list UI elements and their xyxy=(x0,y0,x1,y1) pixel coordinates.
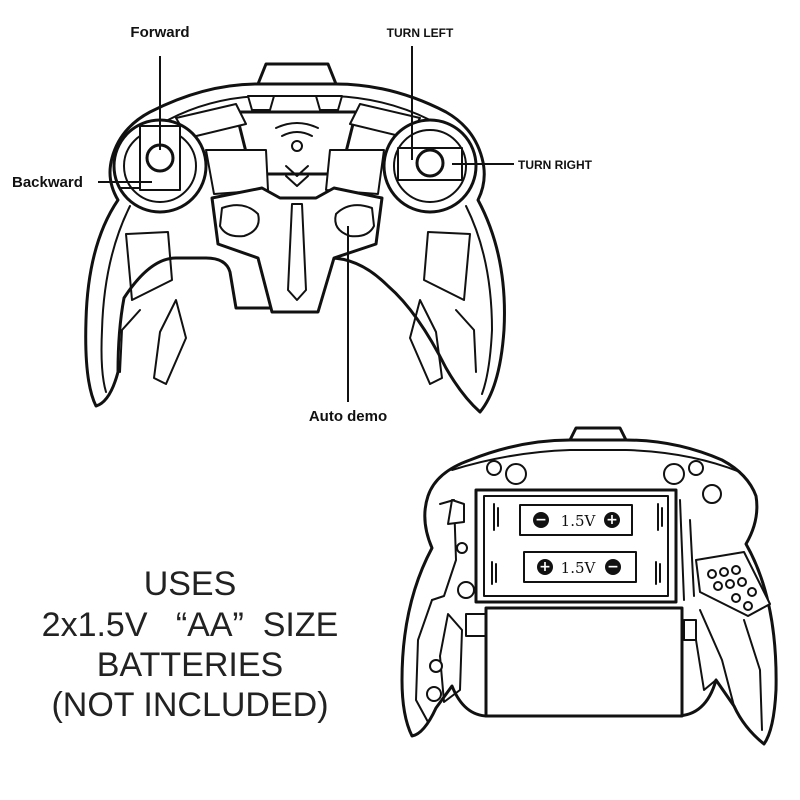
left-rail-hole xyxy=(456,542,468,554)
grille-dot xyxy=(737,577,747,587)
right-grip-detail-upper xyxy=(423,231,471,301)
battery-bottom-voltage: 1.5V xyxy=(561,559,597,577)
grille-dot xyxy=(719,567,729,577)
top-vent-left xyxy=(247,95,275,111)
back-left-grip-edge xyxy=(415,599,433,723)
back-antenna-bump xyxy=(568,426,628,442)
left-rail xyxy=(431,499,457,601)
back-left-hole-2 xyxy=(426,686,442,702)
left-latch xyxy=(447,499,465,525)
controller-back-view: − 1.5V + + 1.5V − xyxy=(400,426,778,746)
left-eye-button xyxy=(219,204,260,238)
right-stick-knob[interactable] xyxy=(415,148,445,178)
back-inner-edge xyxy=(451,449,741,473)
left-grip-slot xyxy=(153,299,187,385)
screw-boss-3 xyxy=(702,484,722,504)
battery-springs xyxy=(491,503,663,585)
battery-compartment xyxy=(474,488,678,604)
auto-demo-label: Auto demo xyxy=(309,408,387,425)
grip-edge-lines xyxy=(119,309,477,373)
screw-boss-1 xyxy=(505,463,527,485)
back-left-grip-slot xyxy=(439,613,463,703)
battery-bottom-plus: + xyxy=(539,559,551,575)
grille-dot xyxy=(743,601,753,611)
back-right-grip-lines xyxy=(699,609,763,731)
indicator-led xyxy=(291,140,303,152)
turn-left-label: TURN LEFT xyxy=(387,26,454,40)
left-grip-detail-upper xyxy=(125,231,173,301)
screw-hole-2 xyxy=(688,460,704,476)
auto-demo-button[interactable] xyxy=(334,204,375,238)
battery-bottom-minus-icon xyxy=(605,559,621,575)
grille-dot xyxy=(731,593,741,603)
right-frame xyxy=(325,149,385,195)
battery-top-plus: + xyxy=(606,512,618,528)
battery-compartment-inner xyxy=(483,495,669,597)
right-stick-ring xyxy=(393,129,467,203)
mask-center-slot xyxy=(287,203,307,301)
top-vent-right xyxy=(315,95,343,111)
battery-top-voltage: 1.5V xyxy=(561,512,597,530)
backward-label: Backward xyxy=(12,174,83,191)
screw-hole-1 xyxy=(486,460,502,476)
caption-line-2: 2x1.5V “AA” SIZE xyxy=(42,606,339,644)
callouts: Forward Backward TURN LEFT TURN RIGHT Au… xyxy=(12,24,593,425)
grille-dot xyxy=(731,565,741,575)
forward-label: Forward xyxy=(130,24,189,41)
battery-top-plus-icon xyxy=(604,512,620,528)
battery-caption: USES 2x1.5V “AA” SIZE BATTERIES (NOT INC… xyxy=(42,565,339,724)
battery-top-minus: − xyxy=(535,512,547,528)
grille-dot xyxy=(713,581,723,591)
signal-waves xyxy=(275,122,319,137)
caption-line-1: USES xyxy=(144,565,237,603)
right-rail xyxy=(679,499,695,601)
compartment-screw-left xyxy=(457,581,475,599)
caption-line-3: BATTERIES xyxy=(97,646,283,684)
back-right-grip-slot xyxy=(695,639,717,691)
right-grip-slot xyxy=(409,299,443,385)
grille-dot xyxy=(725,579,735,589)
speaker-grille-dots xyxy=(707,565,757,611)
turn-right-label: TURN RIGHT xyxy=(518,158,593,172)
battery-bottom-minus: − xyxy=(607,559,619,575)
chevron-down-icon xyxy=(285,165,309,187)
screw-boss-2 xyxy=(663,463,685,485)
antenna-bump xyxy=(256,62,338,86)
controller-front-view xyxy=(84,62,506,414)
battery-top-minus-icon xyxy=(533,512,549,528)
grille-dot xyxy=(747,587,757,597)
grille-dot xyxy=(707,569,717,579)
battery-cover xyxy=(484,606,684,718)
battery-bottom-plus-icon xyxy=(537,559,553,575)
back-left-hole-1 xyxy=(429,659,443,673)
caption-line-4: (NOT INCLUDED) xyxy=(51,686,328,724)
